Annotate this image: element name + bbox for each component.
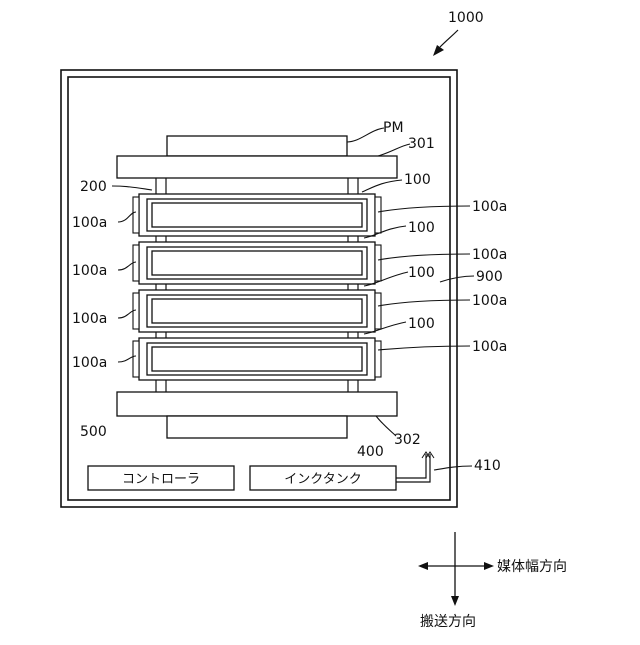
- label-500: 500: [80, 424, 107, 440]
- ink-tank-label: インクタンク: [284, 472, 361, 487]
- head-unit: [133, 290, 381, 332]
- head-unit: [133, 242, 381, 284]
- label-410: 410: [474, 458, 501, 474]
- label-100a-right-2: 100a: [472, 247, 507, 263]
- width-direction-label: 媒体幅方向: [497, 559, 567, 575]
- lower-plate: [117, 392, 397, 416]
- label-100-a: 100: [404, 172, 431, 188]
- head-unit: [133, 338, 381, 380]
- label-100a-left-2: 100a: [72, 263, 107, 279]
- controller-label: コントローラ: [122, 472, 200, 487]
- label-301: 301: [408, 136, 435, 152]
- label-200: 200: [80, 179, 107, 195]
- print-module-bottom: [167, 416, 347, 438]
- arrowhead-1000: [433, 45, 444, 56]
- label-100-c: 100: [408, 265, 435, 281]
- ink-tube-break: [422, 452, 434, 458]
- label-pm: PM: [383, 120, 404, 136]
- label-100a-left-3: 100a: [72, 311, 107, 327]
- head-stack: [133, 194, 381, 380]
- label-100a-left-4: 100a: [72, 355, 107, 371]
- label-302: 302: [394, 432, 421, 448]
- label-100a-right-4: 100a: [472, 339, 507, 355]
- print-module-top: [167, 136, 347, 156]
- conveyance-direction-label: 搬送方向: [420, 614, 476, 630]
- ink-tube: [396, 454, 430, 482]
- upper-plate: [117, 156, 397, 178]
- leader-1000: [440, 30, 458, 47]
- label-900: 900: [476, 269, 503, 285]
- label-100-d: 100: [408, 316, 435, 332]
- direction-indicator: [418, 532, 494, 606]
- label-100a-left-1: 100a: [72, 215, 107, 231]
- label-1000: 1000: [448, 10, 484, 26]
- label-100-b: 100: [408, 220, 435, 236]
- label-400: 400: [357, 444, 384, 460]
- head-unit: [133, 194, 381, 236]
- label-100a-right-1: 100a: [472, 199, 507, 215]
- label-100a-right-3: 100a: [472, 293, 507, 309]
